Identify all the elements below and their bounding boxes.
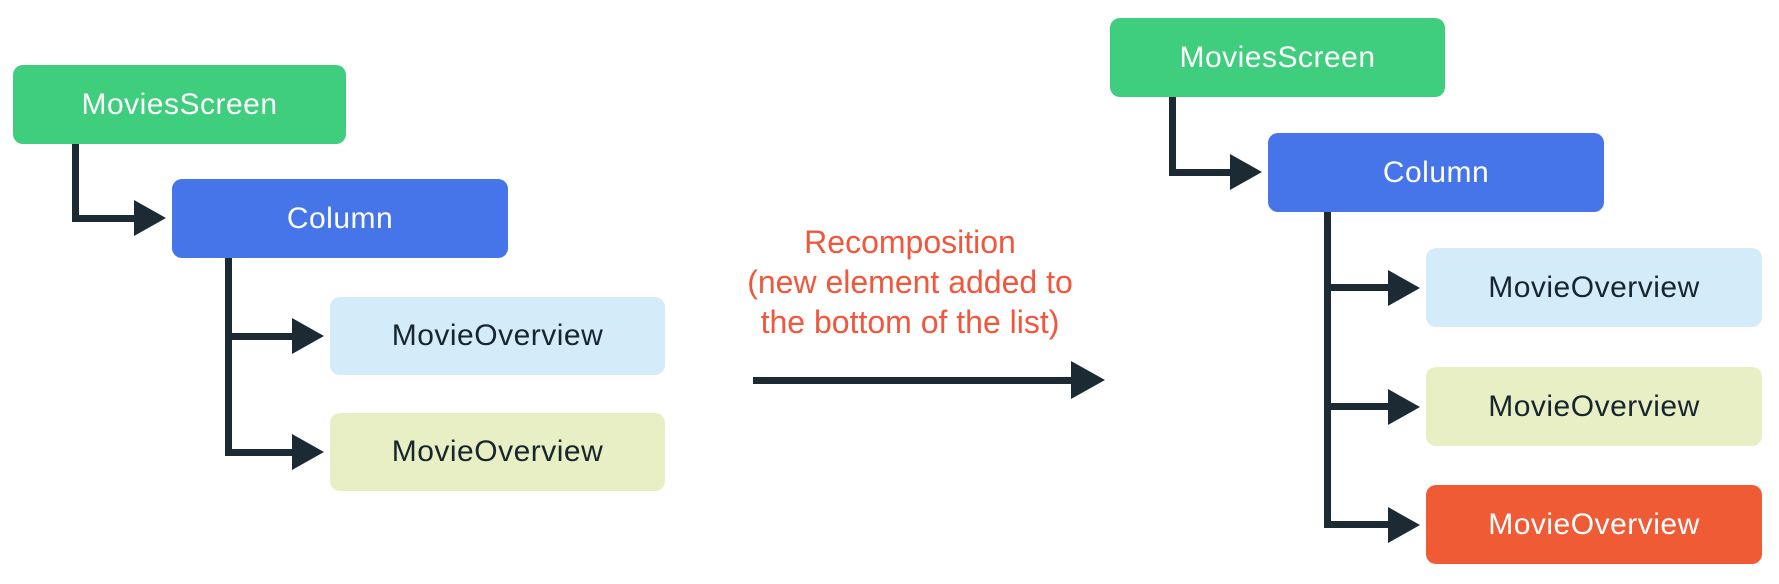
connector-arrowhead-icon <box>292 318 324 354</box>
node-movieoverview-3-new-after: MovieOverview <box>1426 485 1762 564</box>
recomposition-arrow-line <box>753 377 1073 384</box>
connector-arrowhead-icon <box>1388 389 1420 425</box>
connector-line <box>225 258 232 456</box>
caption-line-2: (new element added to <box>747 264 1073 300</box>
node-column-after: Column <box>1268 133 1604 212</box>
connector-line <box>1324 403 1388 410</box>
connector-line <box>1324 212 1331 528</box>
connector-arrowhead-icon <box>134 200 166 236</box>
connector-line <box>225 449 292 456</box>
node-movieoverview-1-after: MovieOverview <box>1426 248 1762 327</box>
connector-line <box>72 215 134 222</box>
connector-line <box>225 333 292 340</box>
connector-arrowhead-icon <box>1230 154 1262 190</box>
caption-line-3: the bottom of the list) <box>760 304 1060 340</box>
connector-arrowhead-icon <box>1388 507 1420 543</box>
connector-line <box>1169 169 1230 176</box>
connector-arrowhead-icon <box>1388 270 1420 306</box>
connector-line <box>1324 521 1388 528</box>
connector-line <box>72 144 79 222</box>
connector-arrowhead-icon <box>292 434 324 470</box>
node-movieoverview-2-after: MovieOverview <box>1426 367 1762 446</box>
node-moviesscreen-before: MoviesScreen <box>13 65 346 144</box>
node-moviesscreen-after: MoviesScreen <box>1110 18 1445 97</box>
caption-line-1: Recomposition <box>804 224 1016 260</box>
connector-line <box>1324 284 1388 291</box>
recomposition-arrowhead-icon <box>1071 361 1105 399</box>
connector-line <box>1169 97 1176 176</box>
node-column-before: Column <box>172 179 508 258</box>
node-movieoverview-1-before: MovieOverview <box>330 297 665 375</box>
recomposition-caption: Recomposition (new element added to the … <box>710 222 1110 342</box>
node-movieoverview-2-before: MovieOverview <box>330 413 665 491</box>
